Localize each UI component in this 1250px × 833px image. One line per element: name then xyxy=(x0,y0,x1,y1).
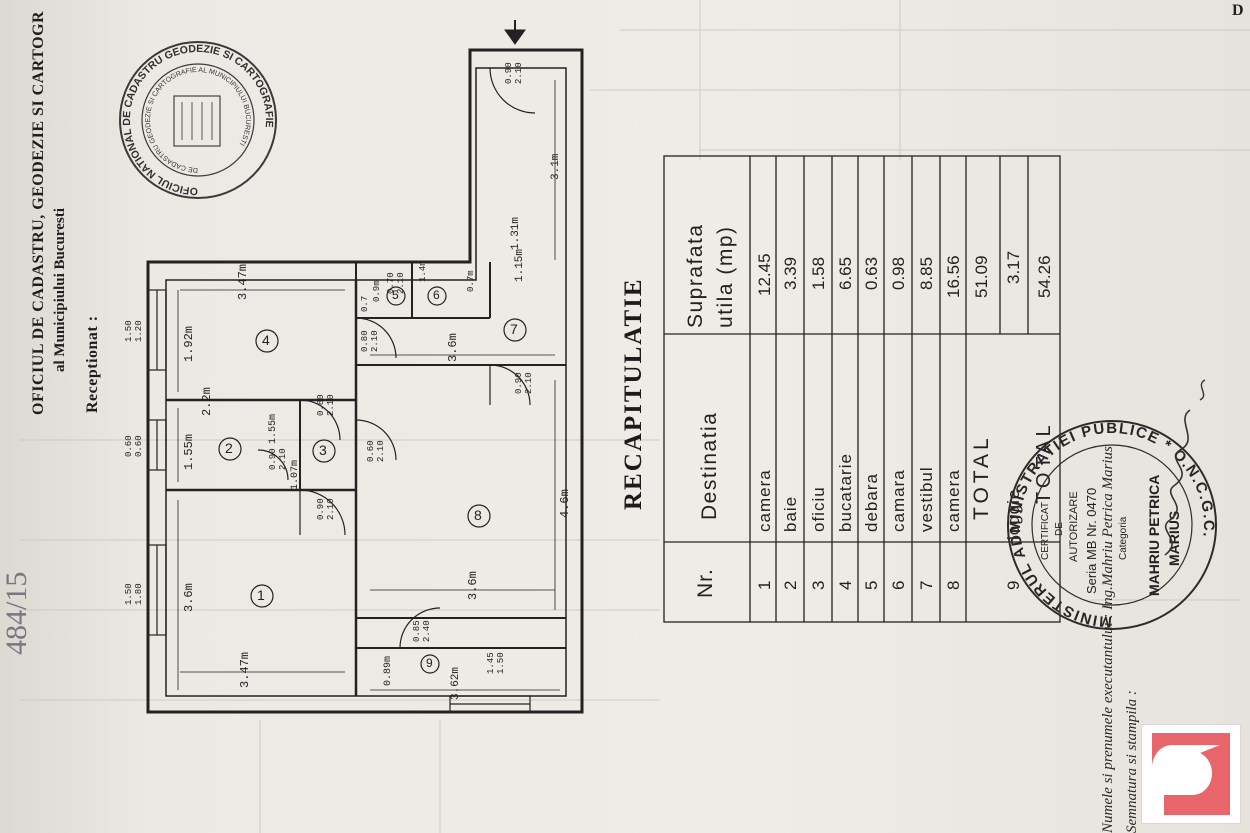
logo-icon xyxy=(1152,733,1230,815)
corner-letter: D xyxy=(1232,2,1244,19)
room-6-number: 6 xyxy=(433,288,440,302)
room-1-number: 1 xyxy=(257,587,265,603)
room-4-number: 4 xyxy=(262,332,270,348)
room-2-number: 2 xyxy=(225,440,233,456)
room-9-number: 9 xyxy=(426,656,433,670)
room-7-number: 7 xyxy=(510,321,518,337)
room-8-number: 8 xyxy=(474,507,482,523)
watermark-logo xyxy=(1141,724,1241,824)
room-3-number: 3 xyxy=(319,442,327,458)
room-5-number: 5 xyxy=(392,288,399,302)
